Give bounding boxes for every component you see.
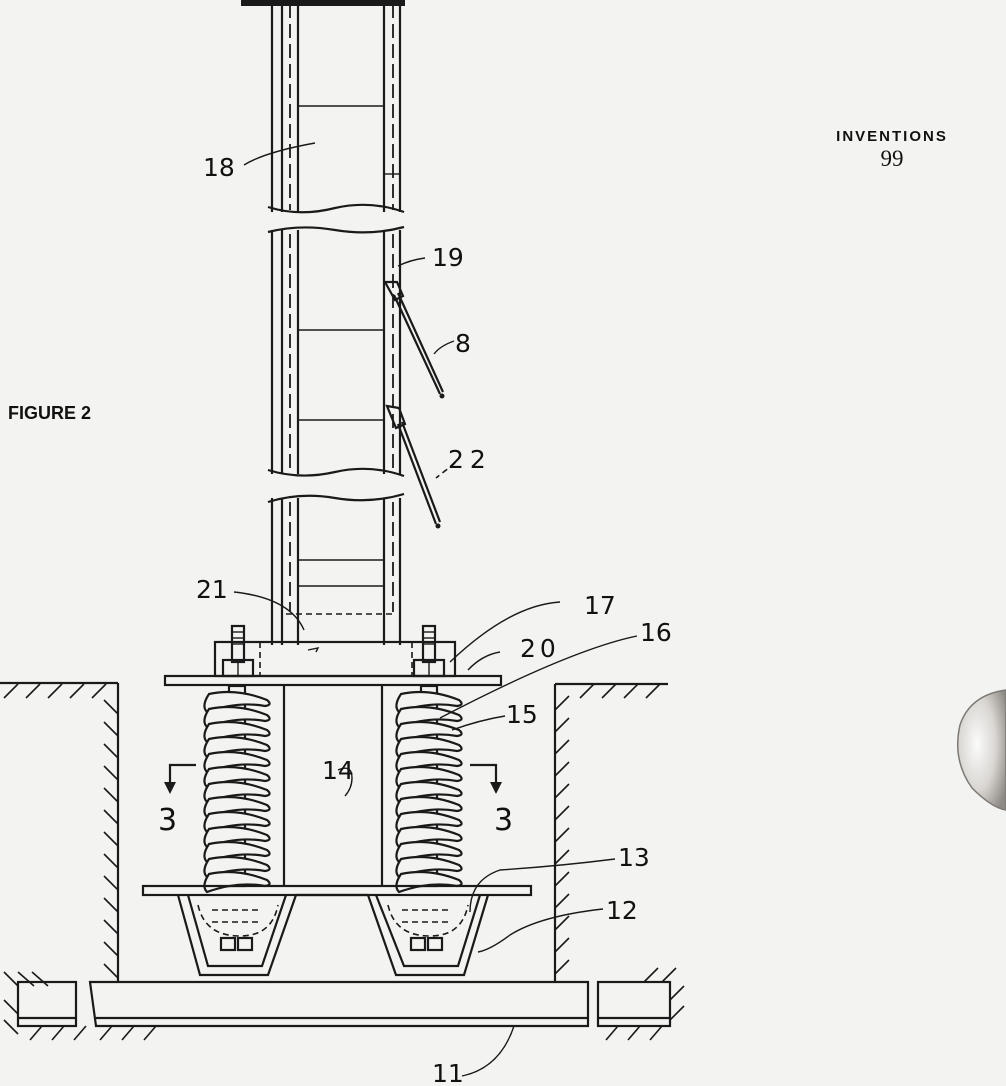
column-base bbox=[213, 624, 457, 678]
section-label: INVENTIONS bbox=[836, 128, 948, 145]
ref-8: 8 bbox=[455, 329, 471, 358]
ref-13: 13 bbox=[618, 843, 650, 872]
spring-seat-assembly bbox=[141, 884, 533, 977]
ref-18: 18 bbox=[203, 153, 235, 182]
top-plate bbox=[163, 674, 503, 687]
ref-20: 20 bbox=[520, 634, 560, 663]
center-post bbox=[282, 685, 384, 886]
ref-19: 19 bbox=[432, 243, 464, 272]
section-arrows bbox=[164, 763, 502, 794]
tower-column bbox=[241, 0, 405, 645]
leader-lines bbox=[233, 142, 638, 1077]
ref-12: 12 bbox=[606, 896, 638, 925]
reference-numerals: 18 19 8 22 21 17 16 20 15 14 3 3 13 12 1… bbox=[158, 153, 672, 1086]
brace-rods bbox=[383, 280, 445, 529]
ref-3-left: 3 bbox=[158, 803, 177, 838]
ref-16: 16 bbox=[640, 618, 672, 647]
ref-21: 21 bbox=[196, 575, 228, 604]
foundation-slab bbox=[16, 980, 672, 1028]
foundation-pit bbox=[0, 681, 685, 1041]
left-spring bbox=[203, 684, 271, 894]
ref-15: 15 bbox=[506, 700, 538, 729]
right-spring bbox=[395, 684, 463, 894]
ref-3-right: 3 bbox=[494, 803, 513, 838]
figure-title: FIGURE 2 bbox=[8, 403, 92, 423]
page-number: 99 bbox=[880, 146, 904, 171]
ref-22: 22 bbox=[448, 445, 492, 474]
ref-14: 14 bbox=[322, 756, 354, 785]
ref-11: 11 bbox=[432, 1059, 464, 1086]
ref-17: 17 bbox=[584, 591, 616, 620]
thumb-artifact bbox=[957, 689, 1006, 811]
